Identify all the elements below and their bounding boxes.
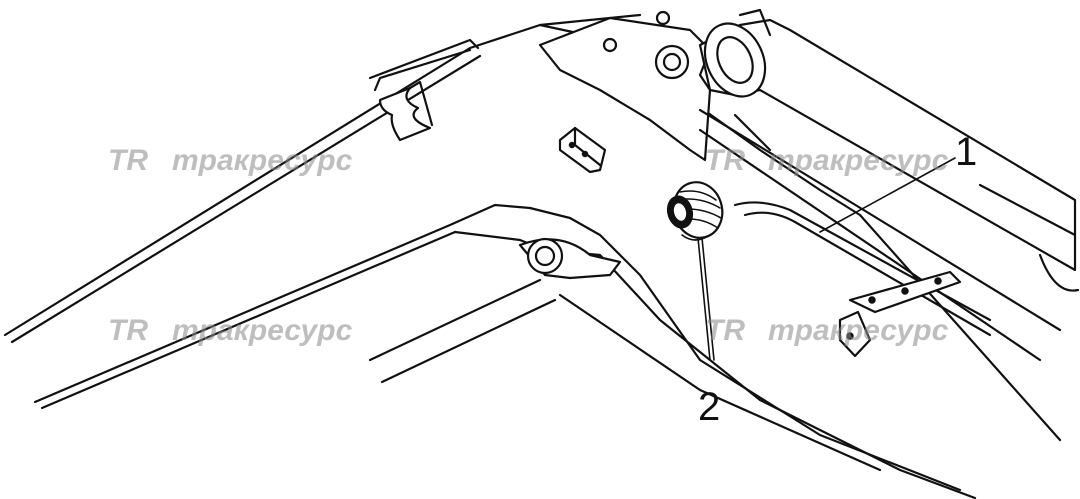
watermark-logo: TR: [705, 144, 745, 177]
watermark-text: тракресурс: [172, 314, 353, 347]
watermark-text: тракресурс: [768, 314, 949, 347]
boom-upper-edge: [3, 13, 642, 344]
hydraulic-cylinder: [655, 8, 1080, 362]
watermark-top-right: TR тракресурс: [705, 144, 949, 177]
pivot-pin: [518, 237, 622, 280]
coiled-fitting: [666, 181, 724, 241]
break-section: [378, 80, 434, 142]
hydraulic-hose: [733, 201, 992, 337]
watermark-text: тракресурс: [172, 144, 353, 177]
top-bracket: [538, 16, 712, 162]
callout-leader-2: [697, 237, 715, 361]
callout-label-2: 2: [698, 385, 720, 429]
inner-rails: [368, 278, 882, 472]
boom-lower-edge: [33, 203, 547, 410]
hose-clamp-bracket: [838, 270, 962, 358]
mount-block-left: [558, 126, 607, 174]
watermark-logo: TR: [705, 314, 745, 347]
watermark-bottom-right: TR тракресурс: [705, 314, 949, 347]
watermark-text: тракресурс: [768, 144, 949, 177]
callout-leader-1: [819, 157, 956, 233]
callout-label-1: 1: [955, 130, 977, 174]
watermark-logo: TR: [108, 314, 148, 347]
watermark-bottom-left: TR тракресурс: [108, 314, 353, 347]
watermark-top-left: TR тракресурс: [108, 144, 353, 177]
watermark-logo: TR: [108, 144, 148, 177]
